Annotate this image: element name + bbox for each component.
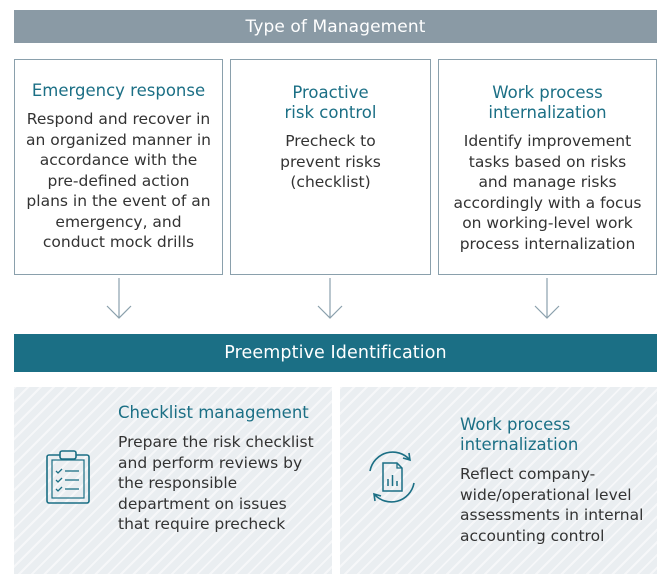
down-arrow-icon (534, 278, 560, 319)
panel-body: Reflect company-wide/operational level a… (460, 465, 644, 545)
clipboard-checklist-icon (46, 450, 90, 504)
card-work-process-internalization: Work process internalization Identify im… (438, 59, 657, 275)
card-body: Precheck to prevent risks (checklist) (280, 132, 381, 191)
panel-work-process-internalization: Work process internalization Reflect com… (340, 387, 657, 574)
down-arrow-icon (317, 278, 343, 319)
type-of-management-header: Type of Management (14, 10, 657, 43)
panel-title: Work process internalization (460, 415, 579, 454)
panel-checklist-management: Checklist management Prepare the risk ch… (14, 387, 332, 574)
document-cycle-icon (369, 451, 415, 503)
card-title: Emergency response (31, 81, 206, 100)
card-emergency-response: Emergency response Respond and recover i… (14, 59, 223, 275)
card-title: Proactive risk control (284, 83, 377, 122)
card-body: Identify improvement tasks based on risk… (453, 132, 642, 253)
preemptive-identification-band: Preemptive Identification (14, 334, 657, 372)
card-title: Work process internalization (488, 83, 607, 122)
panel-body: Prepare the risk checklist and perform r… (118, 433, 314, 533)
panel-title: Checklist management (118, 403, 309, 422)
down-arrow-icon (106, 278, 132, 319)
panel-text: Checklist management Prepare the risk ch… (118, 403, 318, 535)
card-body: Respond and recover in an organized mann… (26, 110, 211, 251)
panel-text: Work process internalization Reflect com… (460, 415, 650, 546)
card-proactive-risk-control: Proactive risk control Precheck to preve… (230, 59, 431, 275)
